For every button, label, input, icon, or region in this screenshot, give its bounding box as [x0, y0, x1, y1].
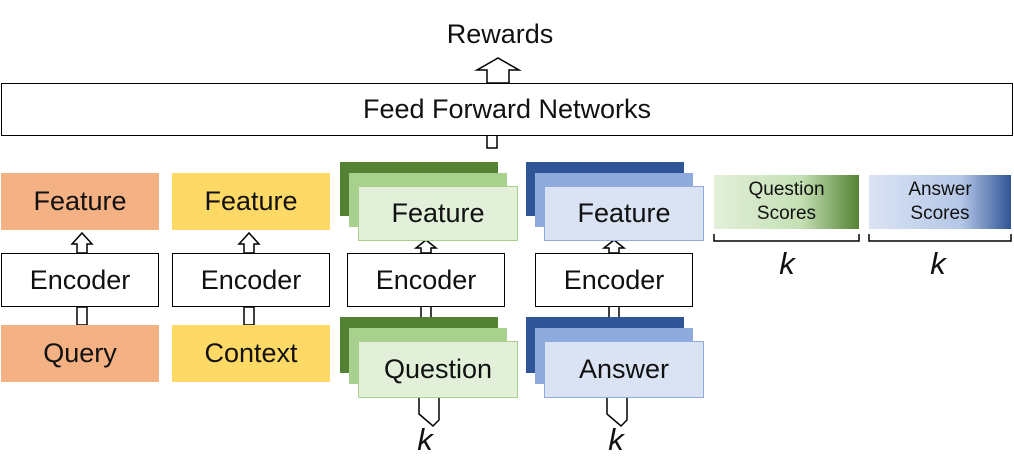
- encoder-label: Encoder: [563, 264, 665, 295]
- encoder-box-query: Encoder: [1, 253, 159, 307]
- connector-context-to-encoder: [243, 306, 255, 326]
- arrow-encoder-to-feature-1: [70, 231, 94, 254]
- query-label: Query: [43, 338, 117, 368]
- answer-scores-line2: Scores: [910, 203, 970, 224]
- feature-box-query: Feature: [1, 173, 159, 230]
- k-label-question: k: [417, 422, 433, 457]
- feature-box-context: Feature: [172, 173, 330, 230]
- connector-query-to-encoder: [76, 306, 88, 326]
- question-scores-box: Question Scores: [714, 175, 859, 229]
- encoder-label: Encoder: [200, 264, 302, 295]
- arrow-encoder-to-feature-4: [601, 239, 627, 254]
- answer-scores-box: Answer Scores: [869, 175, 1011, 229]
- bracket-answer-scores: [868, 234, 1012, 242]
- feature-label: Feature: [33, 186, 127, 216]
- context-input-box: Context: [172, 325, 330, 382]
- arrow-encoder-to-feature-2: [237, 231, 261, 254]
- k-input-marker-answer: [606, 398, 628, 428]
- rewards-label: Rewards: [446, 18, 554, 49]
- encoder-label: Encoder: [29, 264, 131, 295]
- arrow-encoder-to-feature-3: [413, 239, 439, 254]
- question-input-box: Question: [358, 341, 518, 398]
- encoder-box-context: Encoder: [172, 253, 330, 307]
- answer-input-box: Answer: [544, 341, 704, 398]
- encoder-box-question: Encoder: [347, 253, 505, 307]
- answer-scores-line1: Answer: [908, 179, 972, 201]
- feature-label: Feature: [204, 186, 298, 216]
- k-label-question-scores: k: [779, 246, 795, 281]
- encoder-box-answer: Encoder: [535, 253, 693, 307]
- connector-into-network: [486, 134, 498, 149]
- arrow-to-rewards: [474, 57, 522, 84]
- feed-forward-networks-box: Feed Forward Networks: [1, 83, 1013, 136]
- question-scores-line2: Scores: [756, 203, 817, 224]
- k-label-answer-scores: k: [930, 246, 946, 281]
- feature-box-question: Feature: [358, 186, 518, 241]
- question-scores-line1: Question: [748, 179, 825, 201]
- bracket-question-scores: [713, 234, 860, 242]
- question-label: Question: [383, 354, 493, 384]
- context-label: Context: [204, 338, 298, 368]
- feed-forward-networks-label: Feed Forward Networks: [362, 94, 652, 124]
- k-label-answer: k: [608, 422, 624, 457]
- k-input-marker-question: [418, 398, 440, 428]
- feature-label: Feature: [577, 198, 671, 228]
- feature-box-answer: Feature: [544, 186, 704, 241]
- query-input-box: Query: [1, 325, 159, 382]
- encoder-label: Encoder: [375, 264, 477, 295]
- answer-label: Answer: [578, 354, 670, 384]
- feature-label: Feature: [391, 198, 485, 228]
